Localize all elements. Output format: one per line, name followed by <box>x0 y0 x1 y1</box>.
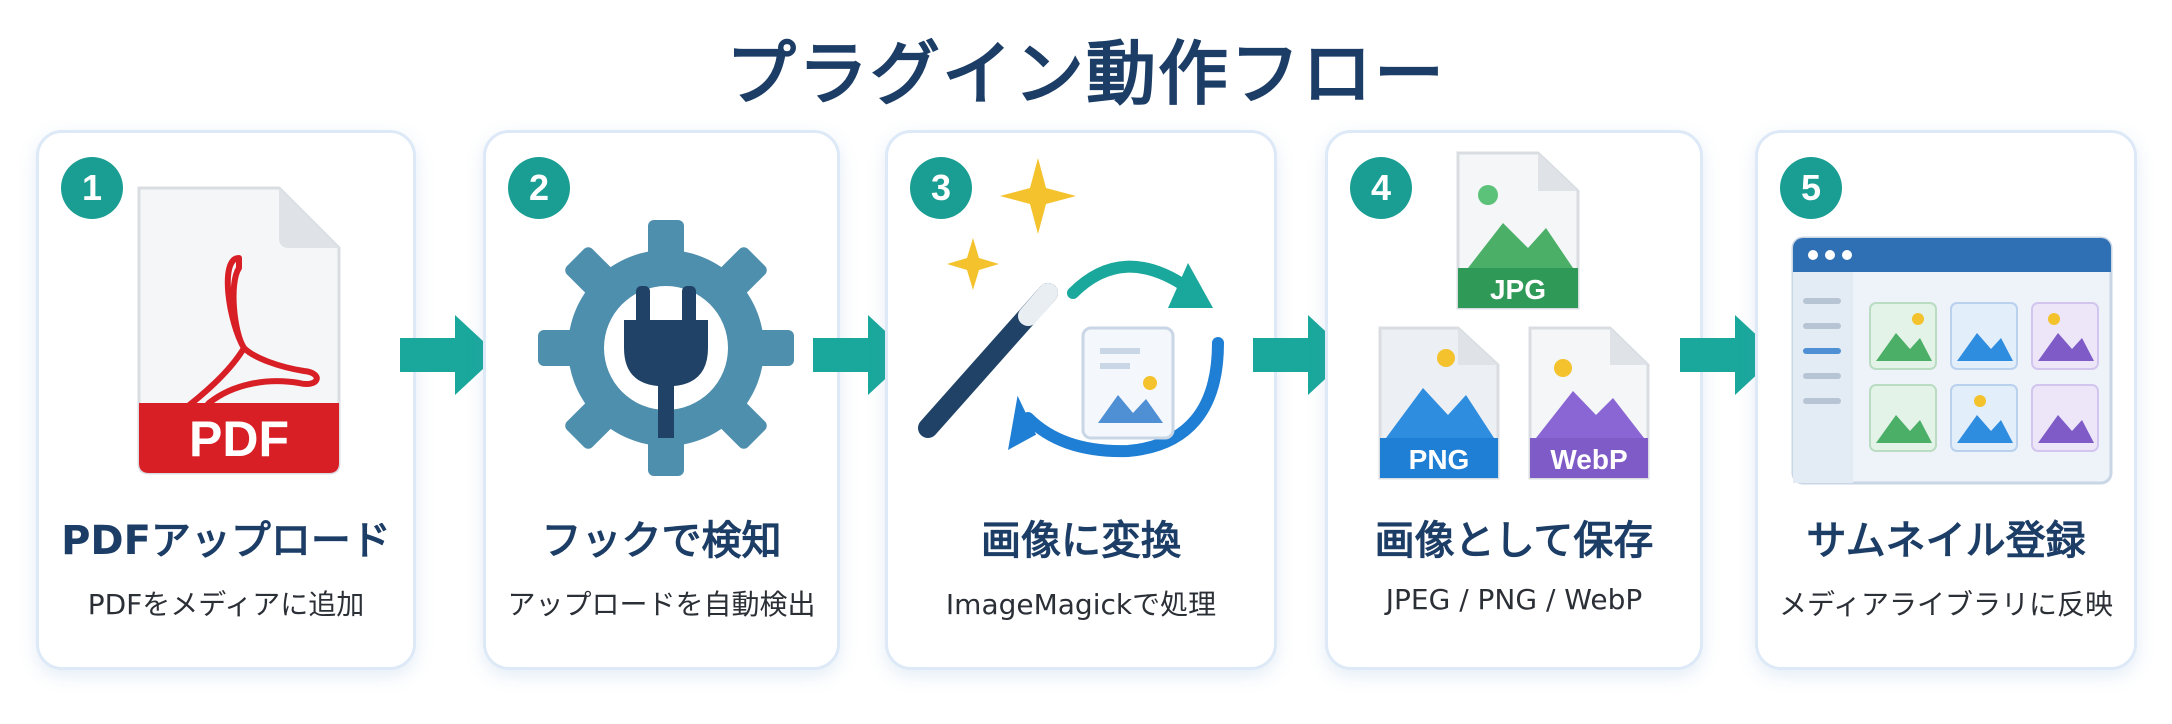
media-library-icon <box>1791 236 2113 485</box>
format-label: PNG <box>1409 444 1470 475</box>
step-number-badge: 1 <box>61 157 123 219</box>
pdf-label: PDF <box>189 411 289 467</box>
step-subtitle: JPEG / PNG / WebP <box>1385 583 1643 616</box>
step-title: 画像に変換 <box>981 518 1181 564</box>
step-title: サムネイル登録 <box>1806 518 2086 564</box>
step-number-badge: 4 <box>1350 157 1412 219</box>
step-subtitle: メディアライブラリに反映 <box>1778 588 2114 621</box>
flow-arrow-icon <box>1680 315 1778 395</box>
gear-plug-icon <box>538 220 794 476</box>
step-subtitle: アップロードを自動検出 <box>507 588 816 621</box>
step-title: PDFアップロード <box>61 518 391 564</box>
page-title: プラグイン動作フロー <box>726 33 1446 115</box>
step-number-badge: 5 <box>1780 157 1842 219</box>
flow-arrow-icon <box>400 315 498 395</box>
format-label: WebP <box>1550 444 1627 475</box>
step-title: 画像として保存 <box>1374 518 1654 564</box>
step-subtitle: PDFをメディアに追加 <box>87 588 365 621</box>
format-label: JPG <box>1490 274 1546 305</box>
step-subtitle: ImageMagickで処理 <box>945 588 1217 621</box>
step-card-4: 4 JPG PNG WebP 画像として保存 JPEG / PNG / WebP <box>1325 130 1703 670</box>
magic-wand-convert-icon <box>918 158 1224 458</box>
step-card-3: 3 画像に変換 ImageMagickで処理 <box>885 130 1277 670</box>
image-files-icon: JPG PNG WebP <box>1378 151 1650 480</box>
step-number-badge: 2 <box>508 157 570 219</box>
step-card-1: 1 PDF PDFアップロード PDFをメディアに追加 <box>36 130 416 670</box>
step-number-badge: 3 <box>910 157 972 219</box>
step-card-5: 5 サムネイル登録 メディアライブラリに反映 <box>1755 130 2137 670</box>
pdf-file-icon: PDF <box>137 186 341 475</box>
step-card-2: 2 フックで検知 アップロードを自動検出 <box>483 130 840 670</box>
step-title: フックで検知 <box>541 518 782 564</box>
